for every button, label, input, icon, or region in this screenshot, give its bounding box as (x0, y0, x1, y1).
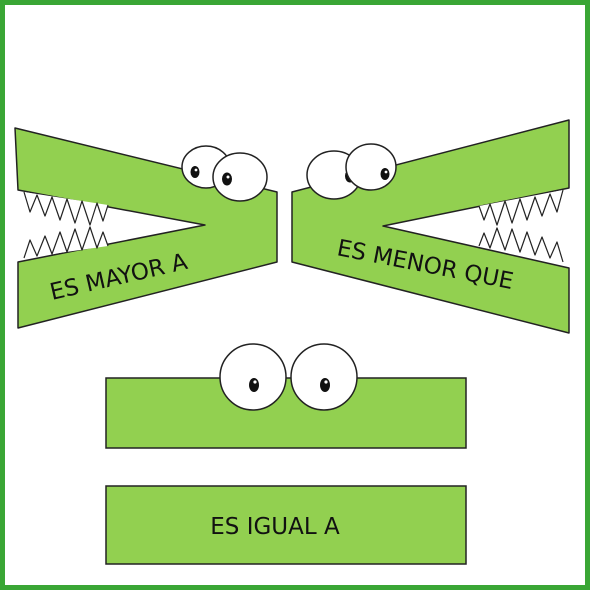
label-equal: ES IGUAL A (210, 514, 340, 540)
crocodile-greater: ES MAYOR A (14, 127, 278, 329)
teeth-lower-right-icon (478, 227, 564, 263)
equal-label-strip: ES IGUAL A (105, 485, 467, 565)
eyes-equal-icon (219, 343, 358, 411)
label-strip-icon (105, 485, 467, 565)
crocodile-less: ES MENOR QUE (291, 119, 570, 334)
eyes-right-crocodile-icon (306, 143, 397, 200)
crocodile-eyes-strip-icon (105, 377, 467, 449)
teeth-upper-left-icon (23, 191, 109, 226)
crocodile-equal-eyes (105, 343, 467, 449)
teeth-lower-left-icon (23, 226, 109, 259)
crocodile-jaw-right-icon (291, 119, 570, 334)
teeth-upper-right-icon (478, 189, 564, 226)
eyes-left-crocodile-icon (181, 145, 268, 202)
